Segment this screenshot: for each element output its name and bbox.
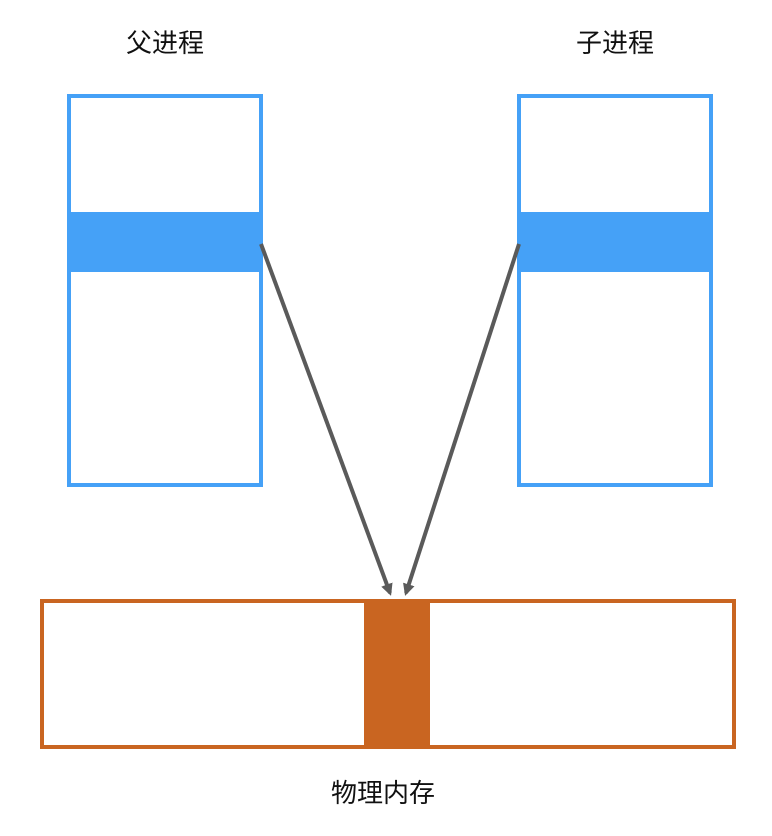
child-to-memory-arrow [403,243,521,596]
physical-memory-shared-page [364,599,430,749]
parent-process-label: 父进程 [125,29,205,59]
parent-process-page [67,212,263,272]
child-process-page [517,212,713,272]
child-process-label: 子进程 [575,29,655,59]
physical-memory-label: 物理内存 [330,779,436,809]
parent-process-box [67,94,263,487]
child-process-box [517,94,713,487]
parent-to-memory-arrow [259,243,393,596]
